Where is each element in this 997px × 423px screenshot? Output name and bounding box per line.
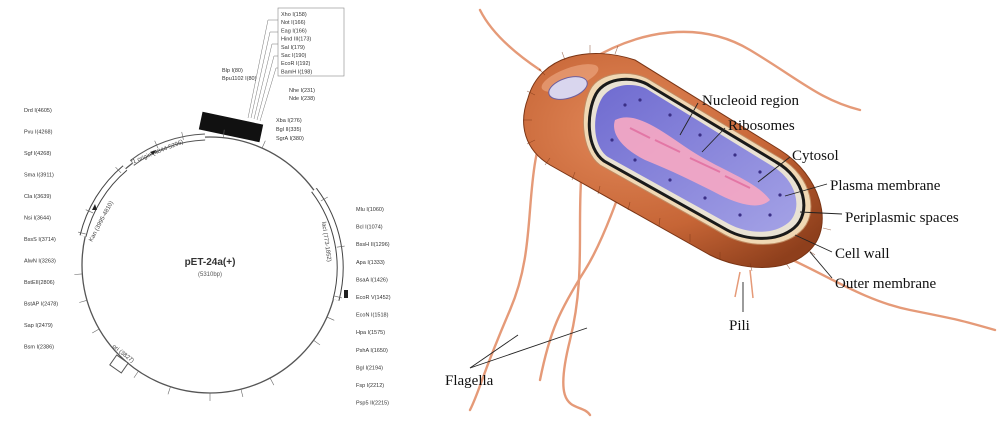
- site-tick: [314, 340, 320, 345]
- left-site-label: Nsi I(3644): [24, 216, 51, 222]
- right-site-label: BssH II(1296): [356, 242, 390, 248]
- site-tick: [79, 300, 87, 302]
- laci-direction-marker: [344, 290, 348, 298]
- right-site-label: Mlu I(1060): [356, 207, 384, 213]
- label-cytosol: Cytosol: [792, 148, 839, 164]
- left-site-label: Sma I(3911): [24, 173, 54, 179]
- mcs-site-label: Hind III(173): [281, 37, 311, 43]
- left-site-label: Sgf I(4268): [24, 151, 51, 157]
- site-tick: [92, 329, 99, 333]
- label-plasma-membrane: Plasma membrane: [830, 178, 941, 194]
- mcs-site-label: Sal I(179): [281, 45, 305, 51]
- mcs-site-label: Not I(166): [281, 20, 306, 26]
- right-site-label: Hpa I(1575): [356, 330, 385, 336]
- mcs-box: [199, 112, 263, 142]
- left-site-label: AlwN I(3263): [24, 259, 56, 265]
- site-tick: [134, 371, 138, 378]
- left-site-label: Sap I(2479): [24, 323, 53, 329]
- left-site-label: Drd I(4605): [24, 108, 52, 114]
- plasmid-map: pET-24a(+) (5310bp) f1 origin (4844-5296…: [0, 0, 440, 423]
- label-cell-wall: Cell wall: [835, 246, 890, 262]
- left-site-label: BssS I(3714): [24, 237, 56, 243]
- site-tick: [241, 389, 243, 397]
- mcs-connectors: [248, 20, 278, 121]
- right-site-label: Psp5 II(2215): [356, 401, 389, 407]
- right-box-sites: Nhe I(231) Nde I(238): [289, 88, 315, 102]
- label-flagella: Flagella: [445, 373, 494, 389]
- right-site-label: EcoN I(1518): [356, 313, 389, 319]
- site-tick: [168, 387, 170, 395]
- mcs-site-label: Sac I(190): [281, 53, 307, 59]
- right-site-label: Bcl I(1074): [356, 225, 383, 231]
- right-group-site-label: Bgl II(335): [276, 127, 302, 133]
- right-sites: Mlu I(1060) Bcl I(1074) BssH II(1296) Apa I…: [356, 207, 391, 407]
- label-pili: Pili: [729, 318, 750, 334]
- f1-origin-label: f1 origin (4844-5296): [131, 139, 185, 165]
- right-group-sites: Xba I(276) Bgl II(335) SgrA I(380): [276, 118, 304, 142]
- left-site-label: BstEII(2806): [24, 280, 55, 286]
- bacterium-diagram: Nucleoid region Ribosomes Cytosol Plasma…: [440, 0, 997, 423]
- mcs-site-label: BamH I(198): [281, 69, 312, 75]
- mcs-site-label: Eag I(166): [281, 28, 307, 34]
- site-tick: [262, 141, 265, 148]
- right-site-label: EcoR V(1452): [356, 295, 391, 301]
- mcs-sites-list: Xho I(158) Not I(166) Eag I(166) Hind III(1…: [281, 12, 312, 75]
- plasmid-size: (5310bp): [198, 272, 222, 278]
- right-site-label: BsaA I(1426): [356, 277, 388, 283]
- upper-left-sites: Blp I(80) Bpu1102 I(80): [222, 68, 257, 82]
- label-ribosomes: Ribosomes: [728, 118, 795, 134]
- site-tick: [327, 317, 334, 320]
- label-periplasmic: Periplasmic spaces: [845, 210, 959, 226]
- right-site-label: Fsp I(2212): [356, 383, 384, 389]
- pili-strands: [735, 270, 753, 298]
- right-site-label: PshA I(1650): [356, 348, 388, 354]
- site-tick: [74, 274, 82, 275]
- right-site-label: Bgl I(2194): [356, 365, 383, 371]
- kan-feature: [83, 168, 125, 236]
- label-outer-membrane: Outer membrane: [835, 276, 937, 292]
- right-group-site-label: Xba I(276): [276, 118, 302, 124]
- right-box-site-label: Nhe I(231): [289, 88, 315, 94]
- left-site-label: Bsm I(2386): [24, 345, 54, 351]
- left-sites: Drd I(4605) Pvu I(4268) Sgf I(4268) Sma I(3…: [24, 108, 58, 351]
- plasmid-name: pET-24a(+): [185, 257, 236, 268]
- left-site-label: Cla I(3639): [24, 194, 51, 200]
- label-nucleoid: Nucleoid region: [702, 93, 800, 109]
- left-site-label: Pvu I(4268): [24, 130, 53, 136]
- mcs-site-label: Xho I(158): [281, 12, 307, 18]
- upper-left-site-label: Blp I(80): [222, 68, 243, 74]
- right-box-site-label: Nde I(238): [289, 96, 315, 102]
- laci-label: lacI (773-1852): [320, 221, 332, 262]
- right-site-label: Apa I(1333): [356, 260, 385, 266]
- right-group-site-label: SgrA I(380): [276, 136, 304, 142]
- upper-left-site-label: Bpu1102 I(80): [222, 76, 257, 82]
- left-site-label: BstAP I(2478): [24, 302, 58, 308]
- mcs-site-label: EcoR I(192): [281, 61, 311, 67]
- site-tick: [270, 378, 274, 385]
